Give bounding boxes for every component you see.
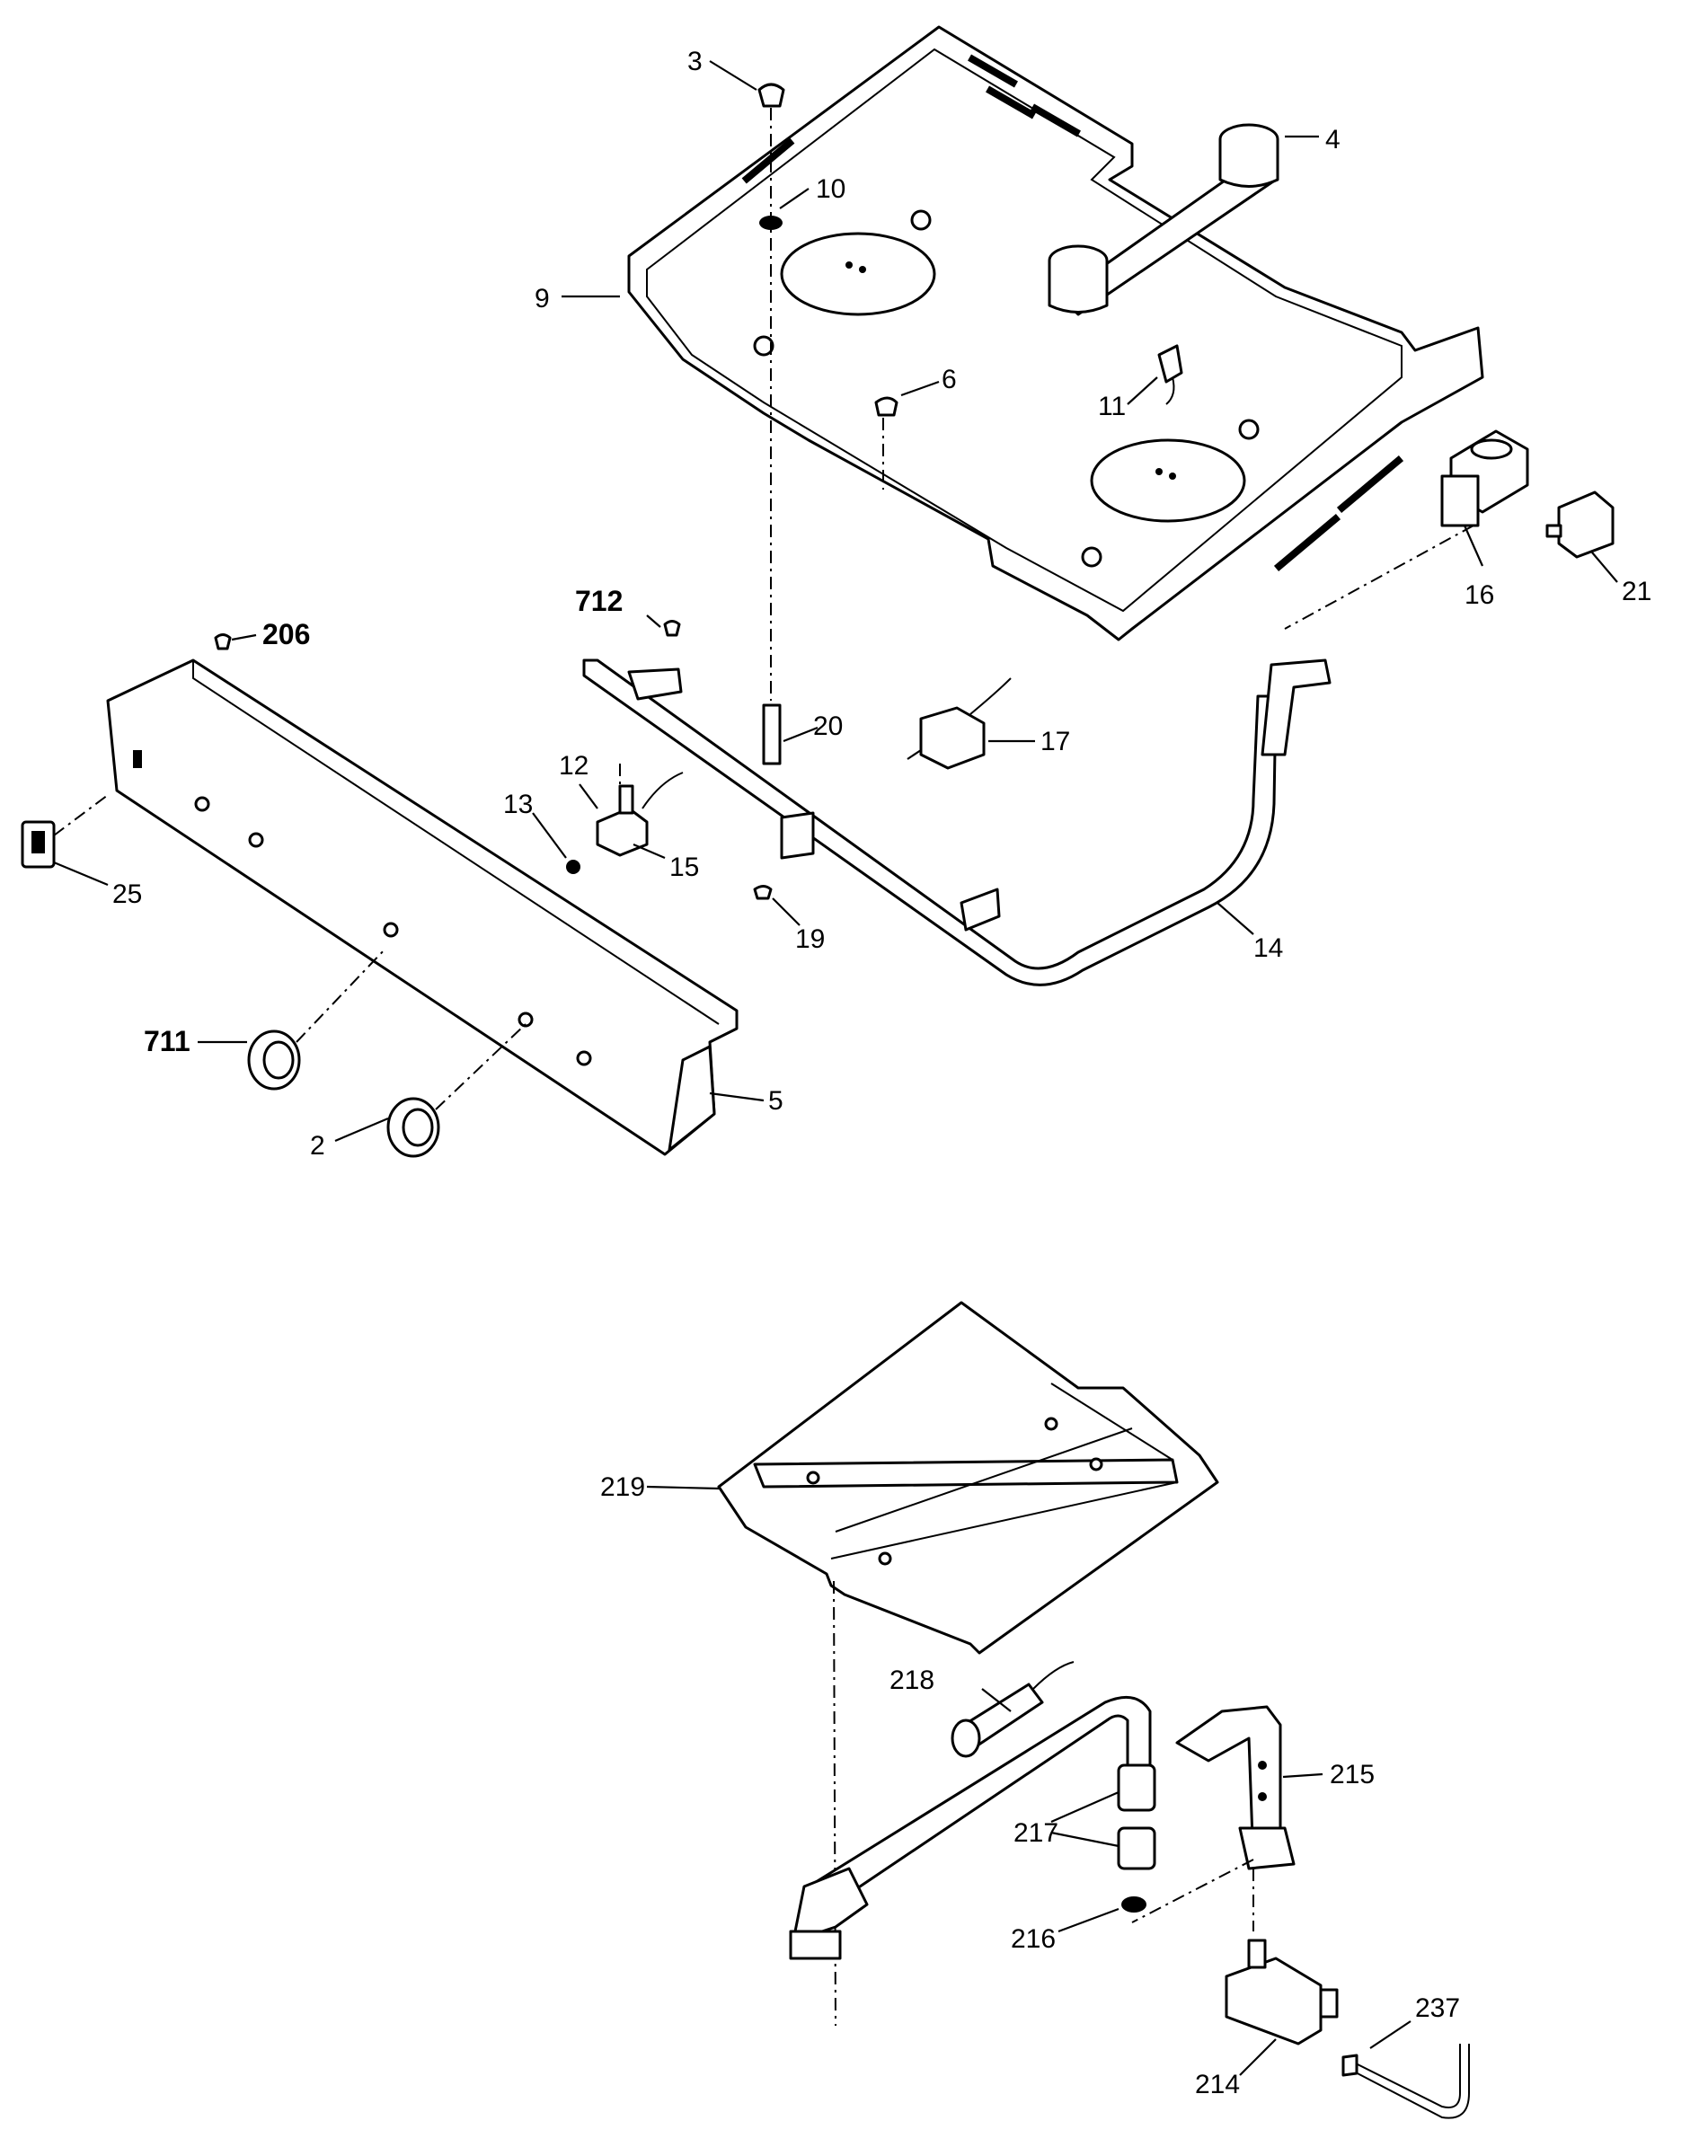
label-215: 215	[1330, 1760, 1375, 1789]
label-2: 2	[310, 1131, 325, 1161]
control-panel-part-5	[106, 658, 739, 1156]
burner-box	[627, 25, 1484, 641]
label-16: 16	[1465, 580, 1494, 610]
burner-assembly-part-4	[1048, 123, 1279, 316]
label-4: 4	[1325, 125, 1341, 155]
label-217: 217	[1013, 1818, 1058, 1848]
label-11: 11	[1098, 392, 1126, 421]
label-21: 21	[1622, 577, 1651, 606]
label-711: 711	[144, 1025, 190, 1057]
nut-part-216	[1121, 1896, 1146, 1913]
label-17: 17	[1040, 727, 1070, 756]
switch-part-25	[21, 820, 56, 869]
regulator-part-16	[1440, 429, 1529, 527]
washer-part-13	[566, 860, 580, 874]
tube-part-237	[1341, 2044, 1470, 2119]
valve-part-15	[596, 772, 684, 857]
manifold-part-14	[582, 658, 1332, 986]
label-6: 6	[942, 365, 957, 394]
screw-part-19	[753, 885, 773, 900]
label-14: 14	[1253, 933, 1283, 963]
label-15: 15	[669, 853, 699, 882]
valve-part-17	[907, 677, 1012, 770]
label-218: 218	[889, 1666, 934, 1695]
label-712: 712	[575, 585, 623, 617]
label-214: 214	[1195, 2070, 1240, 2099]
knob-part-2	[386, 1097, 440, 1158]
label-13: 13	[503, 790, 533, 819]
shield-plate-part-219	[717, 1301, 1219, 1655]
label-5: 5	[768, 1086, 783, 1116]
valve-part-214	[1225, 1939, 1339, 2046]
label-206: 206	[262, 618, 310, 650]
screw-part-712	[663, 620, 681, 637]
label-20: 20	[813, 711, 843, 741]
knob-part-711	[247, 1029, 301, 1091]
pan-vent-slots	[741, 54, 1404, 571]
label-216: 216	[1011, 1924, 1056, 1954]
label-19: 19	[795, 924, 825, 954]
label-10: 10	[816, 174, 845, 204]
label-219: 219	[600, 1472, 645, 1502]
bracket-part-215	[1175, 1705, 1296, 1870]
screw-part-6	[874, 396, 898, 417]
clip-part-11	[1157, 344, 1183, 384]
label-3: 3	[687, 47, 703, 76]
burner-recess-left	[780, 232, 936, 316]
burner-caps-part-217	[1117, 1763, 1156, 1870]
burner-recess-right	[1090, 438, 1246, 523]
label-25: 25	[112, 879, 142, 909]
label-9: 9	[535, 284, 550, 314]
screw-part-206	[214, 633, 232, 650]
plug-part-3	[757, 83, 785, 108]
switch-part-21	[1545, 490, 1615, 559]
label-12: 12	[559, 751, 589, 781]
label-237: 237	[1415, 1993, 1460, 2023]
orifice-part-20	[762, 703, 782, 765]
igniter-part-218	[951, 1661, 1075, 1758]
